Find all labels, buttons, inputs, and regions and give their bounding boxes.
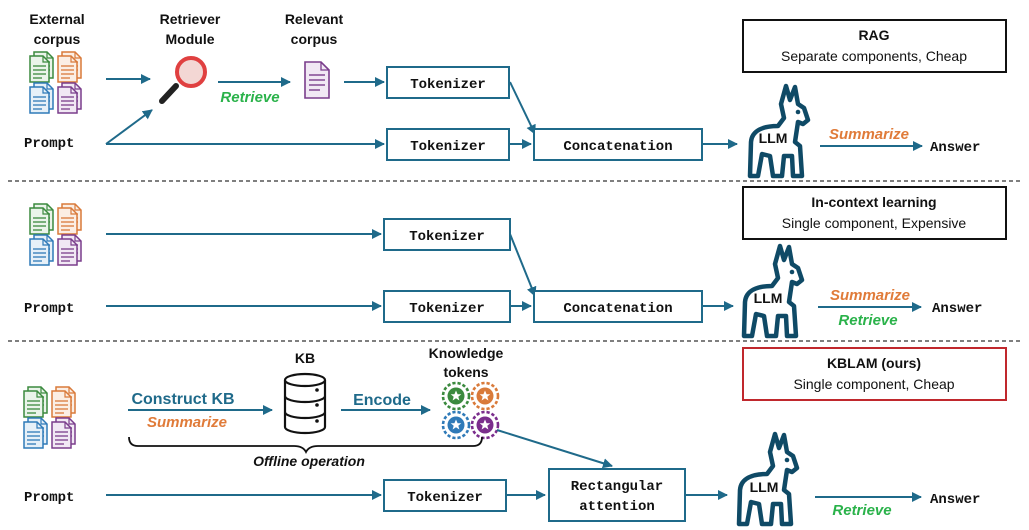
kblam-title-box (742, 347, 1007, 401)
rag-panel: External corpus Retriever Module Relevan… (24, 11, 1007, 176)
kb-label: KB (295, 350, 315, 366)
concatenation-label: Concatenation (563, 301, 672, 317)
external-corpus-label-2: corpus (34, 31, 81, 47)
prompt-label: Prompt (24, 490, 74, 506)
knowledge-token-icon (470, 381, 500, 411)
summarize-label: Summarize (829, 126, 909, 143)
document-stack-icon (24, 387, 75, 448)
tokenizer-box-bottom (383, 290, 511, 323)
icl-panel: Prompt Tokenizer Tokenizer Concatenation… (24, 186, 1007, 336)
llm-label: LLM (759, 130, 788, 146)
retrieve-label: Retrieve (838, 312, 897, 329)
offline-operation-label: Offline operation (253, 453, 365, 469)
tokenizer-box-bottom (386, 128, 510, 161)
tokenizer-label-top: Tokenizer (409, 229, 485, 245)
llm-label: LLM (750, 479, 779, 495)
tokenizer-box-top (386, 66, 510, 99)
document-stack-icon (30, 52, 81, 113)
rag-arrows (105, 74, 923, 151)
rag-title: RAG (858, 27, 889, 43)
database-icon (283, 372, 327, 435)
retrieve-label: Retrieve (220, 89, 279, 106)
tokenizer-label-bottom: Tokenizer (409, 301, 485, 317)
knowledge-token-icon (441, 410, 471, 440)
rectangular-attention-label: Rectangular (571, 479, 663, 495)
rag-subtitle: Separate components, Cheap (781, 48, 967, 64)
knowledge-token-icon (470, 410, 500, 440)
retriever-label-2: Module (166, 31, 215, 47)
answer-label: Answer (930, 140, 980, 156)
kblam-subtitle: Single component, Cheap (793, 376, 954, 392)
relevant-corpus-label-2: corpus (291, 31, 338, 47)
icl-arrows (106, 229, 922, 312)
icl-title-box (742, 186, 1007, 240)
offline-brace (128, 436, 483, 455)
construct-kb-label: Construct KB (131, 391, 234, 408)
tokenizer-label: Tokenizer (407, 490, 483, 506)
tokenizer-label-bottom: Tokenizer (410, 139, 486, 155)
rectangular-attention-label-2: attention (579, 499, 655, 515)
answer-label: Answer (930, 492, 980, 508)
encode-label: Encode (353, 392, 411, 409)
summarize-label: Summarize (147, 414, 227, 431)
icl-subtitle: Single component, Expensive (782, 215, 967, 231)
external-corpus-label: External (29, 11, 84, 27)
prompt-label: Prompt (24, 136, 74, 152)
tokenizer-box-top (383, 218, 511, 251)
tokenizer-label-top: Tokenizer (410, 77, 486, 93)
knowledge-tokens-label-2: tokens (443, 364, 488, 380)
rectangular-attention-box (548, 468, 686, 522)
knowledge-token-icon (441, 381, 471, 411)
icl-title: In-context learning (811, 194, 936, 210)
llm-label: LLM (754, 290, 783, 306)
document-stack-icon (30, 204, 81, 265)
summarize-label: Summarize (830, 287, 910, 304)
concatenation-box (533, 290, 703, 323)
prompt-label: Prompt (24, 301, 74, 317)
concatenation-box (533, 128, 703, 161)
retrieve-label: Retrieve (832, 502, 891, 519)
rag-title-box (742, 19, 1007, 73)
document-icon (304, 61, 330, 99)
tokenizer-box (383, 479, 507, 512)
answer-label: Answer (932, 301, 982, 317)
kblam-panel: Construct KB Summarize KB Encode Knowled… (24, 345, 1007, 524)
retriever-label: Retriever (160, 11, 221, 27)
kblam-arrows (106, 405, 922, 502)
kblam-title: KBLAM (ours) (827, 355, 921, 371)
magnifier-icon (159, 56, 207, 104)
relevant-corpus-label: Relevant (285, 11, 344, 27)
concatenation-label: Concatenation (563, 139, 672, 155)
knowledge-tokens-label: Knowledge (429, 345, 504, 361)
